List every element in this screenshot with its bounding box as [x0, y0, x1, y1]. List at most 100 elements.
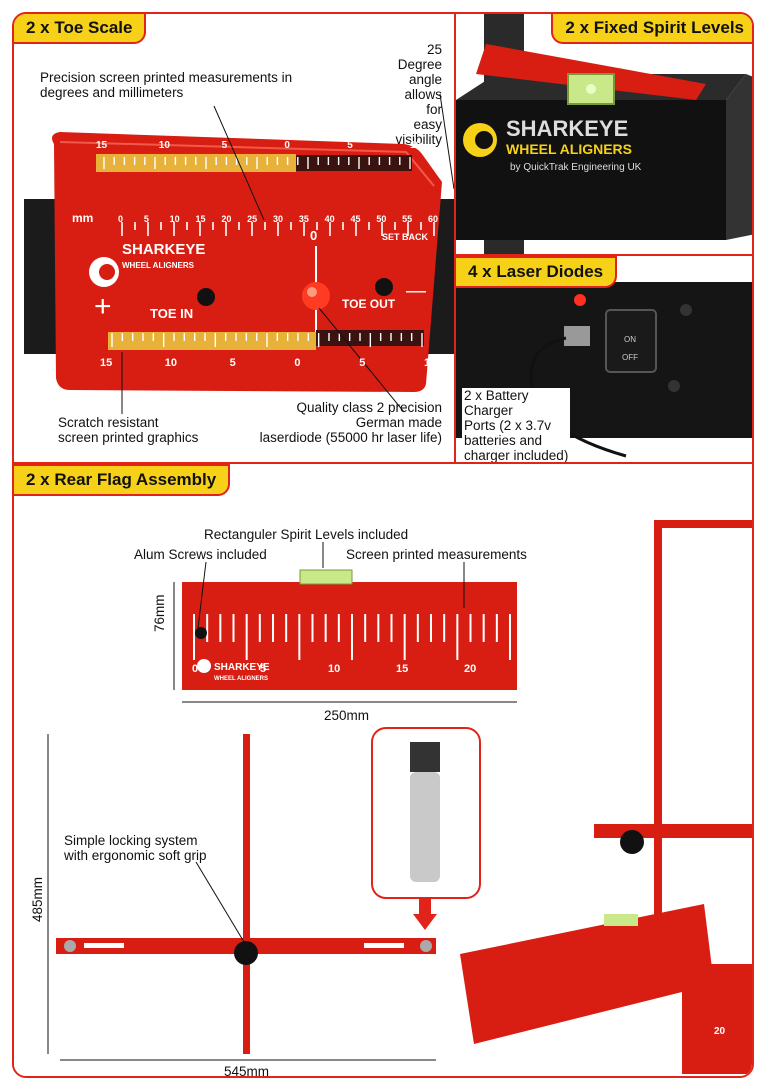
laser-title: 4 x Laser Diodes — [456, 256, 618, 288]
brand-logo-eye — [99, 264, 115, 280]
laser-note-line-2: German made — [355, 415, 442, 430]
pin-spring — [410, 742, 440, 772]
angle-note-line-3: for easy visibility — [395, 102, 443, 147]
scale-label: 10 — [328, 663, 341, 675]
plus-sign: + — [94, 290, 112, 323]
stand-upright — [243, 734, 250, 1054]
charger-port — [564, 326, 590, 346]
set-back-label: SET BACK — [382, 232, 429, 242]
bottom-yellow-scale — [108, 332, 316, 350]
battery-note: 2 x Battery Charger Ports (2 x 3.7v batt… — [462, 388, 571, 462]
scale-label: 5 — [260, 663, 267, 675]
height-dim-label: 76mm — [152, 594, 167, 632]
precision-note-line-1: Precision screen printed measurements in — [40, 70, 293, 85]
spirit-note: Rectanguler Spirit Levels included — [204, 527, 409, 542]
scale-label: 5 — [347, 140, 353, 151]
plate-highlight — [59, 141, 435, 187]
panel-divider-vertical — [454, 14, 456, 462]
screws-note: Alum Screws included — [134, 547, 267, 562]
laser-panel: 4 x Laser Diodes ON OFF 2 x Battery Char… — [456, 256, 752, 462]
scratch-note: Scratch resistant screen printed graphic… — [58, 415, 198, 445]
laser-note-line-3: laserdiode (55000 hr laser life) — [259, 430, 442, 445]
lock-note-line-2: with ergonomic soft grip — [64, 848, 207, 863]
red-bracket — [476, 44, 706, 100]
scale-label: 50 — [376, 214, 387, 224]
center-zero-label: 0 — [310, 228, 318, 243]
scale-label: 10 — [164, 357, 178, 369]
laser-note: Quality class 2 precision German made la… — [260, 400, 442, 445]
scale-label: 0 — [294, 357, 301, 369]
inset-arrow-icon — [413, 898, 437, 930]
flag-spirit-level — [299, 569, 353, 585]
scratch-note-line-1: Scratch resistant — [58, 415, 159, 430]
scale-label: 15 — [100, 357, 113, 369]
scale-label: 15 — [396, 663, 409, 675]
levels-brand-by: by QuickTrak Engineering UK — [510, 162, 642, 173]
laser-glint — [307, 287, 317, 297]
plate-screw-left — [197, 288, 215, 306]
housing-screw-top — [680, 304, 692, 316]
measure-note: Screen printed measurements — [346, 547, 527, 562]
scale-label: 0 — [118, 214, 124, 224]
flag-brand-sub: WHEEL ALIGNERS — [214, 676, 269, 682]
crossbar-bolt-right — [420, 940, 432, 952]
crossbar-bolt-left — [64, 940, 76, 952]
soft-grip-knob[interactable] — [234, 941, 258, 965]
aligner-housing — [456, 100, 726, 240]
spirit-levels-illustration — [456, 14, 752, 254]
laser-callout-line — [318, 307, 405, 413]
scale-label: 35 — [298, 214, 309, 224]
crossbar-slot-right — [364, 943, 404, 948]
photo-scale-plate — [682, 964, 752, 1074]
photo-tray — [460, 904, 714, 1044]
minus-sign: — — [406, 280, 426, 302]
flag-plate — [182, 582, 517, 690]
scale-label: 45 — [350, 214, 361, 224]
scale-label: 20 — [221, 214, 232, 224]
toe-out-label: TOE OUT — [342, 297, 396, 311]
scale-label: 25 — [247, 214, 258, 224]
top-dark-scale — [296, 155, 412, 171]
toe-scale-panel: 2 x Toe Scale 25 Degree angle allows for… — [14, 14, 454, 462]
battery-note-line-5: charger included) — [464, 448, 569, 462]
lock-note-line-1: Simple locking system — [64, 833, 198, 848]
spirit-level-vial — [567, 73, 615, 105]
housing-side — [726, 74, 752, 240]
brochure-frame: 2 x Toe Scale 25 Degree angle allows for… — [12, 12, 754, 1078]
scale-label: 10 — [158, 140, 170, 151]
scale-label: 60 — [428, 214, 439, 224]
scratch-note-line-2: screen printed graphics — [58, 430, 199, 445]
flag-logo-icon — [197, 659, 211, 673]
stand-width-label: 545mm — [224, 1064, 270, 1078]
toe-brand-name: SHARKEYE — [122, 241, 206, 258]
laser-window — [302, 282, 330, 310]
spirit-level-bubble — [586, 84, 596, 94]
precision-note-line-2: degrees and millimeters — [40, 85, 184, 100]
angle-pointer — [439, 93, 454, 190]
lock-callout-line — [195, 861, 245, 943]
stand-height-label: 485mm — [30, 876, 45, 922]
precision-callout-line — [213, 105, 265, 221]
scale-label: 10 — [169, 214, 180, 224]
spirit-levels-title: 2 x Fixed Spirit Levels — [551, 14, 752, 44]
angle-note-line-1: 25 Degree — [397, 42, 442, 72]
rear-flag-title: 2 x Rear Flag Assembly — [14, 464, 231, 496]
mm-label: mm — [72, 211, 94, 225]
panel-divider-right — [456, 254, 752, 256]
scale-label: 5 — [221, 140, 228, 151]
power-switch[interactable] — [605, 309, 657, 373]
toe-scale-plate — [52, 132, 442, 392]
photo-knob — [620, 830, 644, 854]
photo-scale-label: 20 — [714, 1026, 726, 1037]
angle-note: 25 Degree angle allows for easy visibili… — [396, 42, 443, 147]
scale-label: 55 — [402, 214, 413, 224]
toe-brand-sub: WHEEL ALIGNERS — [122, 261, 195, 270]
switch-on-label: ON — [624, 335, 636, 344]
scale-label: 15 — [96, 140, 108, 151]
battery-note-line-3: Ports (2 x 3.7v — [464, 418, 552, 433]
brand-logo-eye — [475, 131, 493, 149]
scale-label: 0 — [192, 663, 199, 675]
toe-scale-illustration — [24, 93, 454, 414]
scale-label: 5 — [359, 357, 366, 369]
precision-note: Precision screen printed measurements in… — [40, 70, 292, 100]
